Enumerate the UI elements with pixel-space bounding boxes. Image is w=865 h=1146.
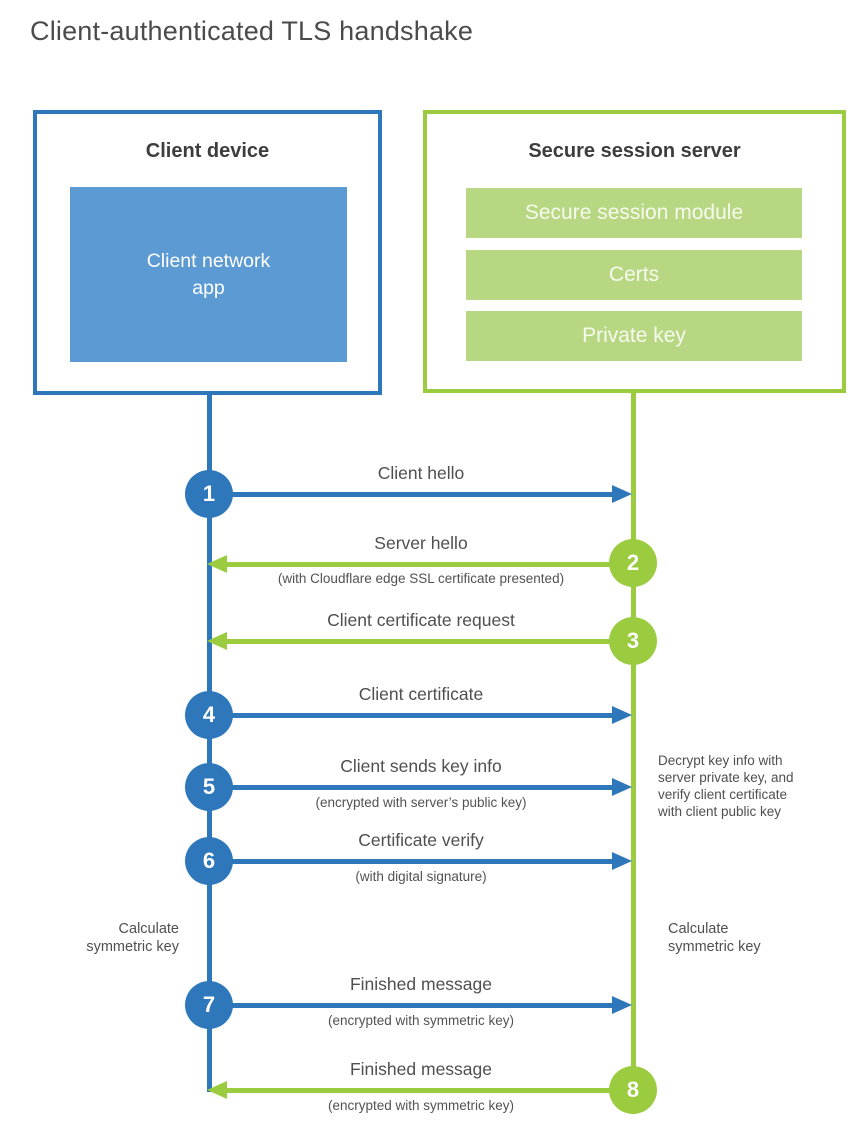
step-4-arrowhead-icon (612, 706, 632, 724)
step-7-sublabel: (encrypted with symmetric key) (327, 1013, 515, 1028)
server-calculate-key-note: Calculate symmetric key (668, 921, 761, 955)
step-7-badge: 7 (185, 981, 233, 1029)
step-5-arrowhead-icon (612, 778, 632, 796)
server-lifeline (631, 392, 636, 1092)
step-7-label: Finished message (349, 974, 493, 994)
step-1-arrow-shaft (209, 492, 616, 497)
step-1-arrowhead-icon (612, 485, 632, 503)
page-title: Client-authenticated TLS handshake (30, 16, 474, 46)
step-5-badge: 5 (185, 763, 233, 811)
step-4-label: Client certificate (358, 684, 484, 704)
step-6-arrow-shaft (209, 859, 616, 864)
step-2-sublabel: (with Cloudflare edge SSL certificate pr… (277, 571, 565, 586)
step-4-arrow-shaft (209, 713, 616, 718)
server-module-certs: Certs (466, 250, 802, 300)
client-network-app-box: Client network app (70, 187, 347, 362)
step-6-badge: 6 (185, 837, 233, 885)
server-decrypt-note: Decrypt key info with server private key… (658, 753, 794, 819)
step-3-badge: 3 (609, 617, 657, 665)
step-4-badge: 4 (185, 691, 233, 739)
step-2-arrow-shaft (225, 562, 633, 567)
step-8-arrow-shaft (225, 1088, 633, 1093)
step-6-arrowhead-icon (612, 852, 632, 870)
step-8-label: Finished message (349, 1059, 493, 1079)
client-calculate-key-note: Calculate symmetric key (86, 921, 179, 955)
step-3-arrow-shaft (225, 639, 633, 644)
step-7-arrowhead-icon (612, 996, 632, 1014)
secure-session-server-title: Secure session server (528, 140, 741, 162)
step-5-label: Client sends key info (340, 756, 502, 776)
step-8-arrowhead-icon (207, 1081, 227, 1099)
step-8-badge: 8 (609, 1066, 657, 1114)
step-6-sublabel: (with digital signature) (355, 869, 487, 884)
step-8-sublabel: (encrypted with symmetric key) (327, 1098, 515, 1113)
server-module-secure-session: Secure session module (466, 188, 802, 238)
step-6-label: Certificate verify (358, 830, 484, 850)
step-5-sublabel: (encrypted with server’s public key) (315, 795, 527, 810)
client-device-title: Client device (145, 140, 270, 162)
step-3-label: Client certificate request (327, 610, 515, 630)
step-1-badge: 1 (185, 470, 233, 518)
client-lifeline (207, 394, 212, 1092)
step-5-arrow-shaft (209, 785, 616, 790)
step-2-arrowhead-icon (207, 555, 227, 573)
step-2-badge: 2 (609, 539, 657, 587)
step-7-arrow-shaft (209, 1003, 616, 1008)
server-module-private-key: Private key (466, 311, 802, 361)
step-2-label: Server hello (374, 533, 468, 553)
step-3-arrowhead-icon (207, 632, 227, 650)
step-1-label: Client hello (377, 463, 465, 483)
